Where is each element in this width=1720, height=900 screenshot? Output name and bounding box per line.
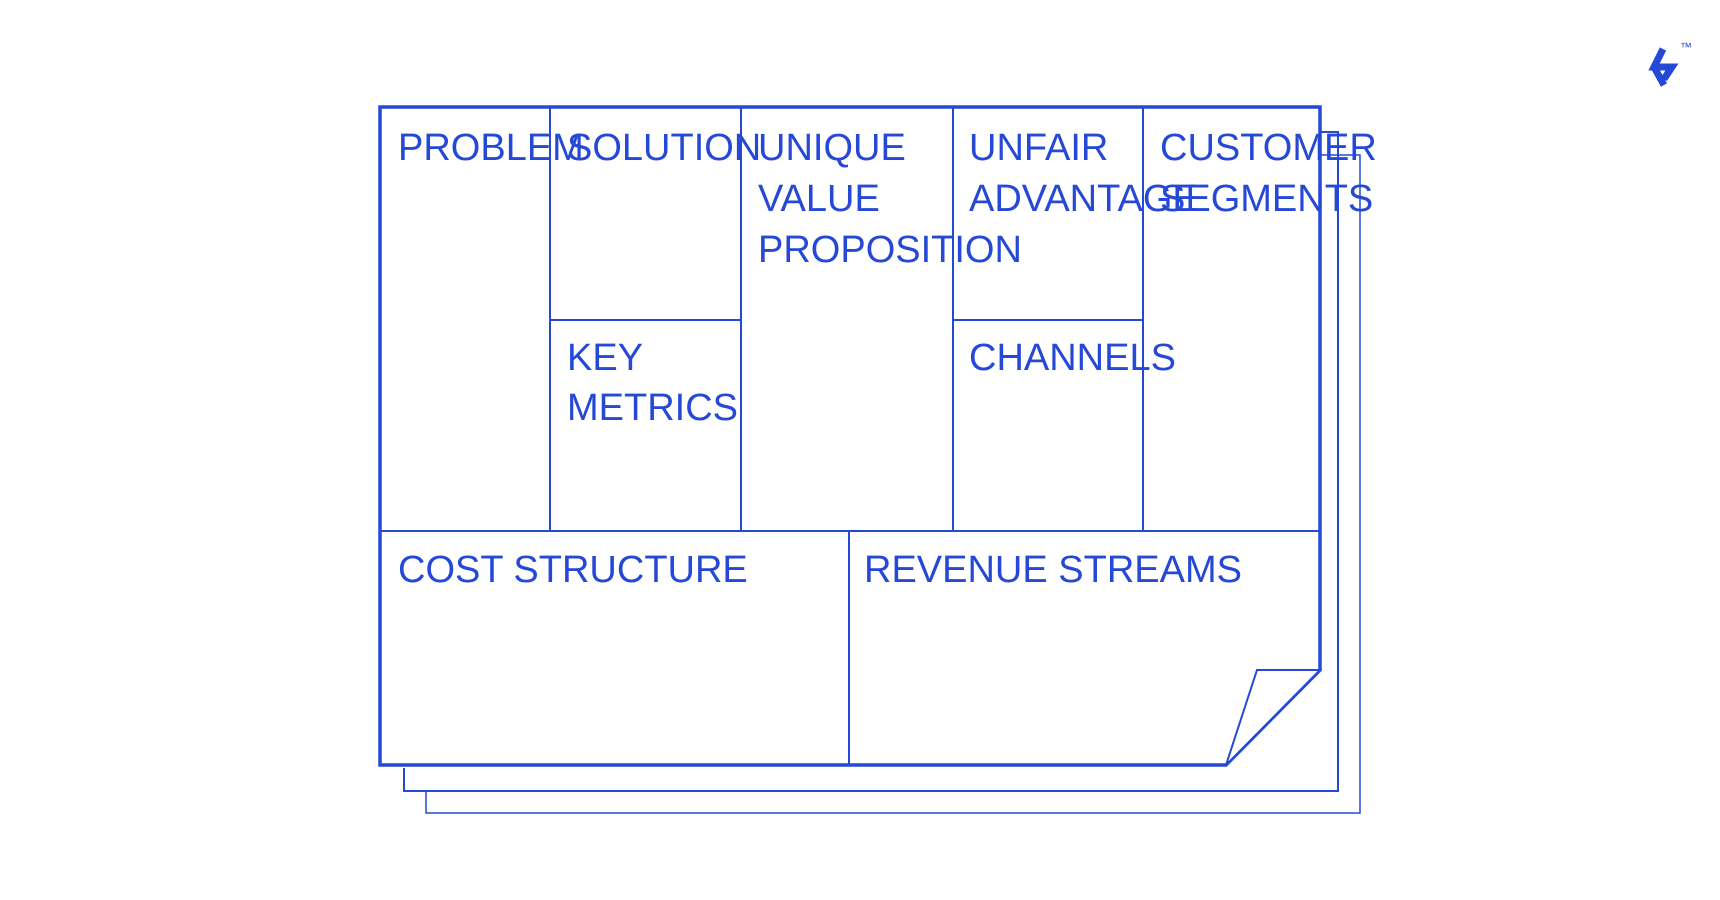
label-line: SOLUTION [567,127,761,169]
label-line: COST STRUCTURE [398,549,748,591]
label-line: METRICS [567,387,738,429]
back-sheet-near [403,131,1339,792]
label-line: KEY [567,337,643,379]
main-sheet [378,105,1323,767]
label-revenue-streams: REVENUE STREAMS [864,549,1242,591]
label-key-metrics: KEY METRICS [567,337,738,429]
label-line: UNIQUE [758,127,906,169]
label-cost-structure: COST STRUCTURE [398,549,748,591]
logo-trademark: ™ [1680,40,1692,54]
label-line: CUSTOMER [1160,127,1377,169]
label-unique-value-proposition: UNIQUE VALUE PROPOSITION [758,127,1022,271]
label-customer-segments: CUSTOMER SEGMENTS [1160,127,1387,220]
page-curl [1225,669,1323,766]
label-line: PROBLEM [398,127,584,169]
cell-labels: PROBLEM SOLUTION KEY METRICS UNIQUE VALU… [398,127,1387,591]
label-unfair-advantage: UNFAIR ADVANTAGE [969,127,1198,220]
label-line: ADVANTAGE [969,178,1198,220]
label-line: VALUE [758,178,880,220]
logo-mark [1648,47,1679,87]
label-line: SEGMENTS [1160,178,1373,220]
label-solution: SOLUTION [567,127,761,169]
label-line: CHANNELS [969,337,1176,379]
label-line: UNFAIR [969,127,1108,169]
label-channels: CHANNELS [969,337,1176,379]
label-line: PROPOSITION [758,229,1022,271]
label-line: REVENUE STREAMS [864,549,1242,591]
toptal-logo-icon: ™ [1648,40,1692,87]
label-problem: PROBLEM [398,127,584,169]
